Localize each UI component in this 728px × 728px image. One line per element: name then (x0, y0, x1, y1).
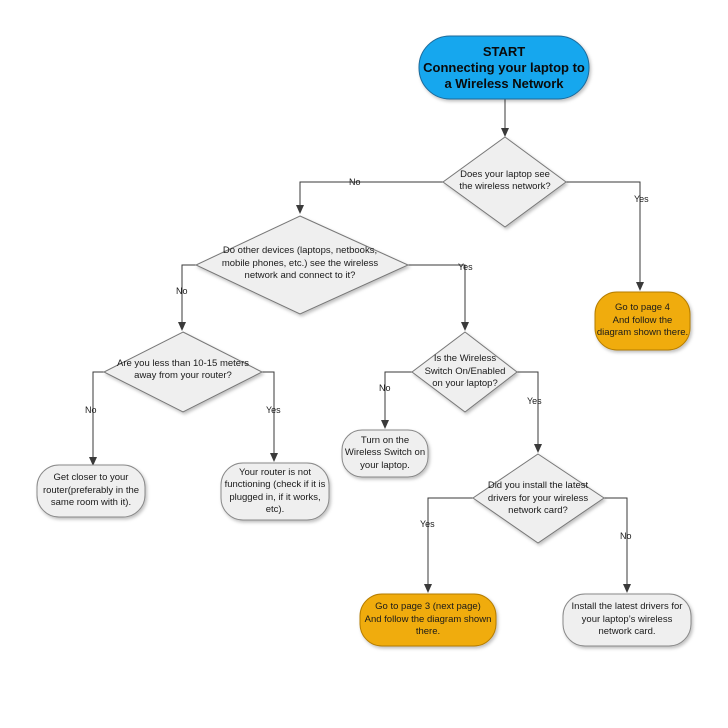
edge-label-other-no: No (176, 286, 188, 296)
connector-other-yes (408, 264, 469, 331)
outcome-text-line: diagram shown there. (596, 327, 689, 339)
outcome-text-line: Turn on the (360, 434, 410, 446)
outcome-router-broken-label: Your router is not functioning (check if… (221, 463, 329, 520)
edge-label-drivers-yes: Yes (420, 519, 435, 529)
outcome-text-line: your laptop’s wireless (581, 613, 673, 625)
outcome-text-line: And follow the diagram shown (364, 613, 492, 625)
decision-text-line: Do other devices (laptops, netbooks, (222, 245, 378, 257)
outcome-closer-label: Get closer to your router(preferably in … (37, 465, 145, 517)
outcome-text-line: functioning (check if it is (224, 479, 326, 490)
decision-switch-label: Is the Wireless Switch On/Enabled on you… (414, 351, 516, 393)
edge-label-switch-no: No (379, 383, 391, 393)
decision-distance-label: Are you less than 10-15 meters away from… (108, 355, 258, 385)
outcome-turn-on-label: Turn on the Wireless Switch on your lapt… (342, 430, 428, 477)
decision-text-line: away from your router? (134, 370, 232, 381)
start-label: START Connecting your laptop to a Wirele… (419, 36, 589, 99)
outcome-text-line: network card. (598, 626, 656, 638)
decision-see-network-label: Does your laptop see the wireless networ… (450, 158, 560, 204)
start-terminator (418, 35, 590, 100)
outcome-text-line: And follow the (612, 314, 673, 326)
decision-text-line: the wireless network? (459, 181, 551, 192)
edge-label-see-yes: Yes (634, 194, 649, 204)
decision-text-line: network card? (508, 505, 568, 517)
decision-text-line: drivers for your wireless (487, 492, 589, 504)
edge-label-drivers-no: No (620, 531, 632, 541)
connector-see-yes (566, 181, 644, 291)
outcome-router-broken (220, 462, 330, 521)
connectors (89, 99, 644, 593)
outcome-turn-on (341, 429, 429, 478)
edge-label-distance-yes: Yes (266, 405, 281, 415)
outcome-text-line: your laptop. (360, 459, 410, 471)
outcome-text-line: plugged in, if it works, (229, 491, 321, 503)
outcome-text-line: there. (415, 626, 441, 638)
decision-text-line: Did you install the latest (487, 480, 589, 492)
decision-see-network (442, 136, 567, 228)
outcome-install (562, 593, 692, 647)
edge-label-other-yes: Yes (458, 262, 473, 272)
decision-text-line: Is the Wireless (433, 353, 497, 365)
decision-text-line: Switch On/Enabled (424, 365, 506, 377)
decision-drivers (472, 453, 605, 544)
edge-label-switch-yes: Yes (527, 396, 542, 406)
outcome-page3 (359, 593, 497, 647)
decision-text-line: Does your laptop see (460, 168, 550, 180)
decision-text-line: mobile phones, etc.) see the wireless (221, 257, 379, 269)
decision-text-line: Are you less than 10-15 meters (116, 357, 249, 369)
decision-switch (411, 331, 518, 413)
connector-switch-yes (517, 371, 542, 453)
connector-switch-no (381, 371, 412, 429)
decision-drivers-label: Did you install the latest drivers for y… (470, 479, 606, 519)
connector-drivers-yes (424, 497, 473, 593)
outcome-text-line: Your router is not (239, 466, 311, 478)
outcome-page4-label: Go to page 4 And follow the diagram show… (595, 292, 690, 350)
decision-other-devices-label: Do other devices (laptops, netbooks, mob… (205, 243, 395, 285)
decision-text-line: network and connect to it? (244, 270, 356, 282)
outcome-text-line: Go to page 3 (next page) (375, 601, 481, 613)
connector-other-no (178, 264, 196, 331)
outcome-text-line: Install the latest drivers for (571, 601, 683, 613)
outcome-text-line: router(preferably in the (42, 484, 140, 496)
decision-distance (102, 331, 264, 413)
outcome-page3-label: Go to page 3 (next page) And follow the … (360, 594, 496, 646)
edge-label-distance-no: No (85, 405, 97, 415)
outcome-text-line: etc). (265, 504, 285, 515)
start-line-2: a Wireless Network (444, 75, 564, 91)
start-title: START (482, 43, 526, 59)
outcome-text-line: Go to page 4 (615, 302, 670, 314)
decision-text-line: on your laptop? (432, 378, 498, 390)
outcome-install-label: Install the latest drivers for your lapt… (563, 594, 691, 646)
outcome-text-line: Get closer to your (53, 472, 129, 484)
edge-label-see-no: No (349, 177, 361, 187)
outcome-page4 (594, 291, 691, 351)
outcome-text-line: Wireless Switch on (344, 447, 426, 459)
decision-other-devices (194, 215, 410, 315)
connector-drivers-no (604, 497, 631, 593)
outcome-text-line: same room with it). (50, 497, 132, 509)
connector-distance-no (89, 371, 104, 466)
start-line-1: Connecting your laptop to (423, 59, 585, 75)
connector-distance-yes (262, 371, 278, 462)
connector-see-no (296, 181, 443, 214)
outcome-closer (36, 464, 146, 518)
